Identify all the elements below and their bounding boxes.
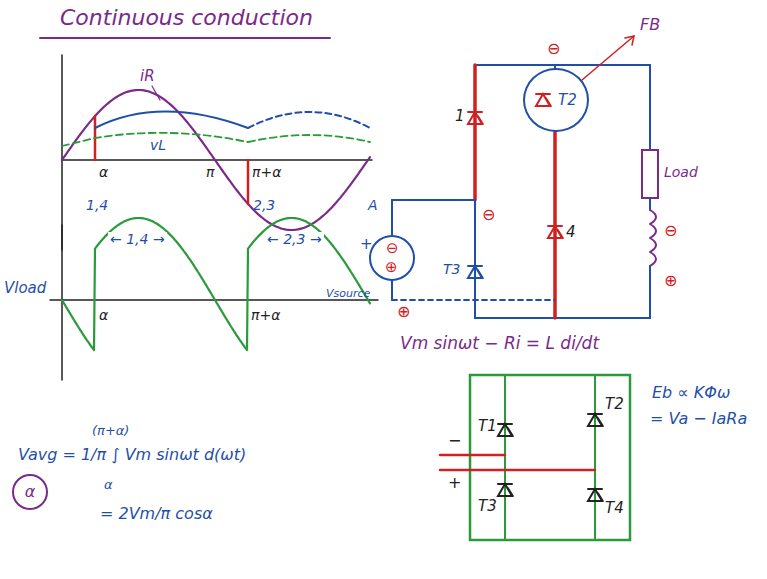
polarity-sign: ⊕ [664, 272, 677, 290]
polarity-sign: ⊖ [547, 40, 560, 58]
source-label: Vsource [326, 288, 370, 300]
angle-label: π+α [252, 165, 281, 180]
axis-label: Vload [4, 280, 46, 297]
average-voltage-equation: Vavg = 1/π ∫ Vm sinωt d(ωt) [18, 446, 246, 464]
equation: = Va − IaRa [650, 410, 747, 428]
polarity-sign: ⊕ [397, 303, 410, 321]
polarity-sign: + [360, 236, 373, 253]
voltage-label: vL [150, 138, 166, 153]
node-label: A [368, 198, 378, 213]
conduction-interval: ← 2,3 → [265, 232, 324, 247]
equation: Eb ∝ KΦω [652, 384, 730, 402]
angle-label: π [206, 165, 214, 180]
angle-label: α [99, 308, 108, 323]
feedback-circle: T2 [523, 68, 589, 132]
thyristor-label: T3 [443, 262, 460, 277]
note-label: FB [640, 16, 660, 34]
thyristor-label: T3 [478, 498, 497, 515]
polarity-sign: ⊖ [664, 222, 677, 240]
thyristor-pair: 2,3 [253, 198, 275, 213]
polarity-sign: ⊖ [482, 206, 495, 224]
thyristor-number: 1 [455, 108, 465, 125]
polarity-sign: + [448, 474, 461, 492]
angle-label: π+α [251, 308, 280, 323]
thyristor-label: T2 [605, 396, 624, 413]
node-text: T2 [558, 92, 577, 109]
circuit-equation: Vm sinωt − Ri = L di/dt [400, 334, 599, 353]
load-label: Load [664, 165, 698, 180]
current-label: iR [140, 68, 155, 85]
thyristor-pair: 1,4 [86, 198, 108, 213]
angle-label: α [99, 165, 108, 180]
thyristor-label: T1 [478, 418, 497, 435]
integral-limit: α [104, 478, 113, 492]
page-title: Continuous conduction [60, 6, 313, 30]
polarity-sign: ⊖ [386, 240, 399, 257]
integral-limit: (π+α) [92, 424, 129, 438]
polarity-sign: ⊕ [385, 259, 398, 276]
circled-angle: α [12, 474, 48, 510]
node-text: α [25, 483, 36, 501]
conduction-interval: ← 1,4 → [108, 232, 167, 247]
thyristor-label: T4 [605, 500, 624, 517]
polarity-sign: − [448, 432, 461, 450]
thyristor-number: 4 [566, 224, 576, 241]
average-voltage-result: = 2Vm/π cosα [100, 505, 213, 523]
